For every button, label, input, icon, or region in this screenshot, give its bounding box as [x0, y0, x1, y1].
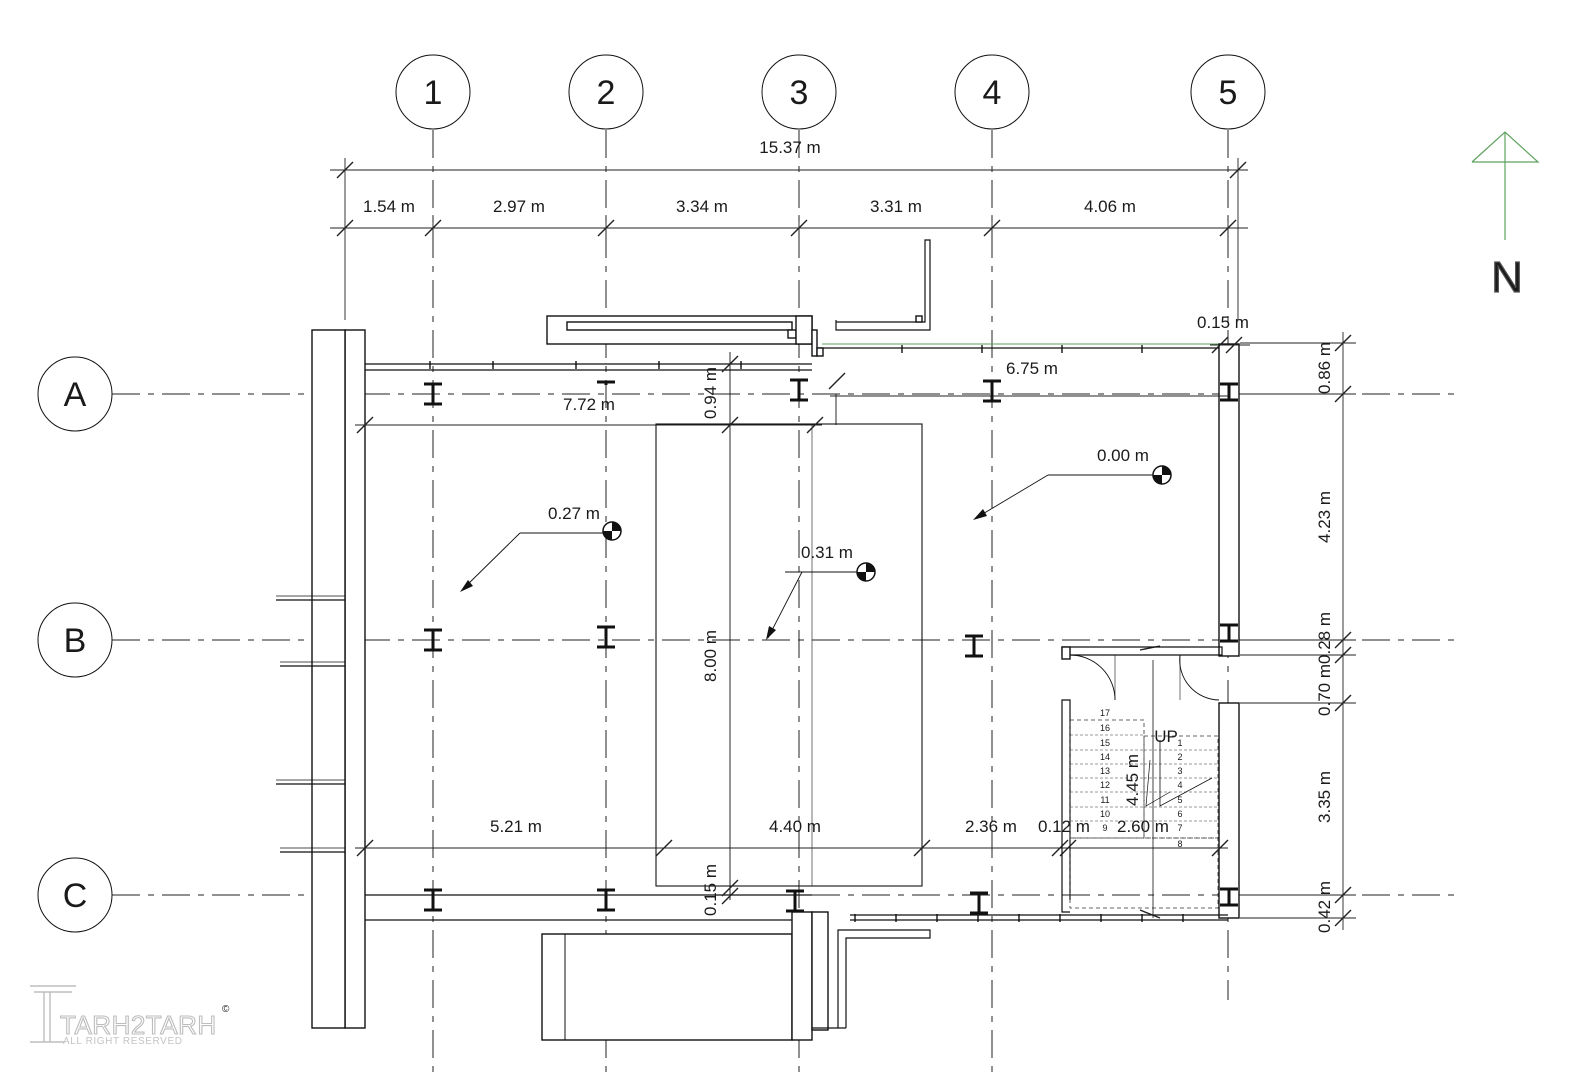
stair-core: UP 4.45 m 1 2 3 4 5 6 7 8 17 16 15 14 13… — [1061, 646, 1223, 918]
dim-wall-thickness-top: 0.15 m — [1197, 313, 1249, 332]
watermark-logo: TARH2TARH © ALL RIGHT RESERVED — [30, 985, 230, 1047]
svg-text:1: 1 — [1177, 738, 1182, 748]
dim-right-4: 0.70 m — [1315, 664, 1334, 716]
grid-bubble-4: 4 — [954, 54, 1030, 130]
svg-text:9: 9 — [1102, 823, 1107, 833]
svg-text:5: 5 — [1177, 795, 1182, 805]
svg-text:3: 3 — [790, 74, 809, 112]
dim-bottom-4: 0.12 m — [1038, 817, 1090, 836]
grid-bubble-B: B — [37, 602, 113, 678]
top-dimension-lines — [330, 158, 1248, 320]
columns — [424, 378, 1238, 915]
svg-text:17: 17 — [1100, 708, 1110, 718]
svg-text:C: C — [63, 877, 88, 915]
svg-text:5: 5 — [1219, 74, 1238, 112]
central-slab — [655, 352, 923, 900]
svg-text:7: 7 — [1177, 823, 1182, 833]
dim-stair-length: 4.45 m — [1123, 754, 1142, 806]
svg-text:6: 6 — [1177, 809, 1182, 819]
svg-text:0.00 m: 0.00 m — [1097, 446, 1149, 465]
right-dimension-lines — [1240, 332, 1356, 930]
svg-text:16: 16 — [1100, 723, 1110, 733]
svg-text:11: 11 — [1100, 795, 1109, 805]
dim-bottom-5: 2.60 m — [1117, 817, 1169, 836]
svg-text:0.27 m: 0.27 m — [548, 504, 600, 523]
svg-text:4: 4 — [1177, 780, 1182, 790]
level-marker-2: 0.31 m — [766, 543, 876, 640]
dim-col-4: 3.31 m — [870, 197, 922, 216]
grid-bubble-A: A — [37, 356, 113, 432]
dim-bottom-2: 4.40 m — [769, 817, 821, 836]
svg-text:8: 8 — [1177, 839, 1182, 849]
svg-text:B: B — [64, 622, 87, 660]
grid-bubble-1: 1 — [395, 54, 471, 130]
dim-gap-bottom: 0.15 m — [701, 864, 720, 916]
dim-overall-width: 15.37 m — [759, 138, 820, 157]
level-marker-3: 0.00 m — [973, 446, 1172, 520]
dim-right-5: 3.35 m — [1315, 771, 1334, 823]
interior-dimension-lines — [355, 336, 1250, 919]
dim-central-height: 8.00 m — [701, 630, 720, 682]
railing-posts — [429, 345, 1184, 922]
svg-text:0.31 m: 0.31 m — [801, 543, 853, 562]
dim-right-1: 0.86 m — [1315, 342, 1334, 394]
dim-top-right-span: 6.75 m — [1006, 359, 1058, 378]
svg-text:A: A — [64, 376, 87, 414]
dim-col-2: 2.97 m — [493, 197, 545, 216]
svg-text:©: © — [222, 1004, 230, 1015]
grid-bubble-5: 5 — [1190, 54, 1266, 130]
dim-top-left-span: 7.72 m — [563, 395, 615, 414]
dim-col-1: 1.54 m — [363, 197, 415, 216]
dim-right-6: 0.42 m — [1315, 881, 1334, 933]
dim-gap-top: 0.94 m — [701, 367, 720, 419]
svg-text:ALL RIGHT RESERVED: ALL RIGHT RESERVED — [63, 1036, 183, 1047]
svg-text:2: 2 — [1177, 752, 1182, 762]
dim-col-5: 4.06 m — [1084, 197, 1136, 216]
dim-right-3: 0.28 m — [1315, 612, 1334, 664]
grid-bubble-2: 2 — [568, 54, 644, 130]
svg-text:2: 2 — [597, 74, 616, 112]
svg-text:14: 14 — [1100, 752, 1110, 762]
dim-bottom-3: 2.36 m — [965, 817, 1017, 836]
dim-right-2: 4.23 m — [1315, 491, 1334, 543]
svg-text:4: 4 — [983, 74, 1002, 112]
svg-text:10: 10 — [1100, 809, 1110, 819]
north-arrow-icon: N — [1471, 131, 1540, 303]
svg-text:1: 1 — [424, 74, 443, 112]
svg-text:3: 3 — [1177, 766, 1182, 776]
level-marker-1: 0.27 m — [460, 504, 622, 592]
grid-bubble-C: C — [37, 857, 113, 933]
grid-bubble-3: 3 — [761, 54, 837, 130]
svg-text:13: 13 — [1100, 766, 1110, 776]
north-label: N — [1491, 253, 1523, 302]
dim-col-3: 3.34 m — [676, 197, 728, 216]
stair-up-label: UP — [1154, 727, 1178, 746]
svg-text:12: 12 — [1100, 780, 1110, 790]
svg-text:TARH2TARH: TARH2TARH — [60, 1010, 217, 1040]
walls — [276, 239, 1240, 1041]
svg-text:15: 15 — [1100, 738, 1110, 748]
dim-bottom-1: 5.21 m — [490, 817, 542, 836]
